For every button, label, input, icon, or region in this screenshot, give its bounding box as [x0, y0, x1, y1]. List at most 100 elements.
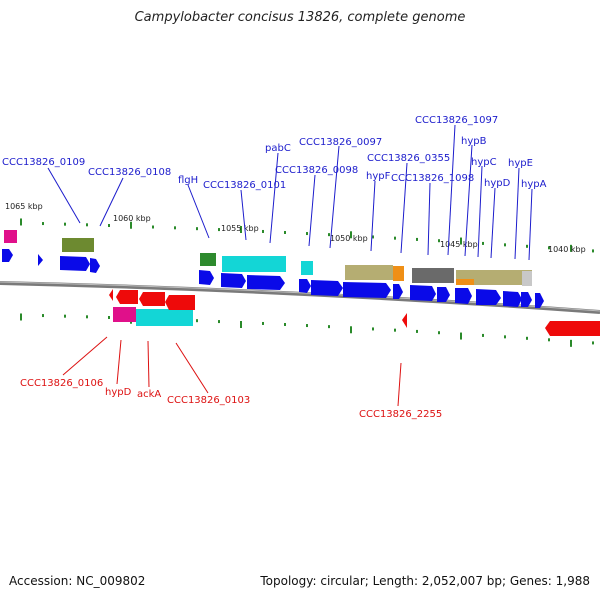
tick-mark: [460, 237, 462, 245]
gene-label-ccc13826-2255[interactable]: CCC13826_2255: [359, 409, 442, 420]
tick-mark: [416, 329, 418, 333]
gene-label-acka[interactable]: ackA: [137, 389, 161, 400]
feature-block: [412, 268, 454, 283]
feature-block: [222, 256, 286, 272]
gene-arrow: [393, 284, 403, 299]
feature-block: [393, 266, 404, 281]
tick-mark: [196, 227, 198, 231]
gene-label-flgh[interactable]: flgH: [178, 175, 198, 186]
gene-arrow: [545, 321, 600, 336]
tick-mark: [570, 339, 572, 347]
gene-label-hypc[interactable]: hypC: [471, 157, 497, 168]
gene-label-hypa[interactable]: hypA: [521, 179, 547, 190]
gene-arrow: [165, 295, 195, 310]
gene-label-ccc13826-1098[interactable]: CCC13826_1098: [391, 173, 474, 184]
tick-mark: [482, 333, 484, 337]
gene-arrow: [476, 289, 501, 305]
gene-arrow: [247, 275, 285, 290]
gene-arrow: [199, 270, 214, 285]
forward-leaders: [47, 124, 533, 261]
feature-block: [200, 253, 216, 266]
gene-label-pabc[interactable]: pabC: [265, 143, 291, 154]
gene-arrow: [116, 290, 138, 304]
gene-arrow: [90, 258, 100, 273]
feature-block: [4, 230, 17, 243]
tick-mark: [218, 320, 220, 324]
tick-mark: [504, 243, 506, 247]
gene-arrow: [221, 273, 246, 288]
gene-label-ccc13826-0106[interactable]: CCC13826_0106: [20, 378, 103, 389]
tick-mark: [284, 230, 286, 234]
tick-mark: [130, 221, 132, 229]
tick-mark: [86, 223, 88, 227]
tick-mark: [526, 244, 528, 248]
tick-mark: [240, 321, 242, 328]
tick-mark: [240, 226, 242, 233]
gene-label-hype[interactable]: hypE: [508, 158, 533, 169]
gene-label-ccc13826-0109[interactable]: CCC13826_0109: [2, 157, 85, 168]
scale-1045: 1045 kbp: [440, 240, 478, 249]
tick-mark: [306, 232, 308, 236]
gene-arrow: [311, 280, 343, 296]
gene-label-ccc13826-1097[interactable]: CCC13826_1097: [415, 115, 498, 126]
gene-label-hypb[interactable]: hypB: [461, 136, 487, 147]
tick-mark: [570, 244, 572, 252]
tick-mark: [526, 336, 528, 340]
tick-mark: [306, 324, 308, 328]
tick-mark: [174, 226, 176, 230]
gene-label-ccc13826-0098[interactable]: CCC13826_0098: [275, 165, 358, 176]
gene-arrow: [535, 293, 544, 308]
tick-mark: [20, 218, 22, 226]
feature-block: [113, 307, 136, 322]
feature-block: [522, 271, 532, 286]
tick-mark: [372, 235, 374, 239]
tick-mark: [350, 231, 352, 239]
tick-mark: [262, 229, 264, 233]
gene-arrow: [299, 279, 311, 293]
gene-arrow: [437, 287, 450, 302]
tick-mark: [592, 249, 594, 253]
scale-1050: 1050 kbp: [330, 234, 368, 243]
gene-label-hypf[interactable]: hypF: [366, 171, 391, 182]
tick-mark: [64, 222, 66, 226]
gene-label-ccc13826-0097[interactable]: CCC13826_0097: [299, 137, 382, 148]
tick-mark: [438, 239, 440, 243]
reverse-leaders: [62, 336, 402, 407]
gene-label-ccc13826-0355[interactable]: CCC13826_0355: [367, 153, 450, 164]
gene-label-hypd[interactable]: hypD: [484, 178, 511, 189]
feature-block: [136, 309, 193, 326]
gene-arrow: [455, 288, 472, 304]
tick-mark: [328, 325, 330, 329]
gene-label-ccc13826-0101[interactable]: CCC13826_0101: [203, 180, 286, 191]
tick-mark: [460, 332, 462, 340]
tick-mark: [548, 338, 550, 342]
gene-arrow: [343, 282, 391, 298]
tick-mark: [262, 321, 264, 325]
tick-mark: [592, 341, 594, 345]
gene-label-ccc13826-0108[interactable]: CCC13826_0108: [88, 167, 171, 178]
tick-mark: [394, 328, 396, 332]
tick-mark: [152, 225, 154, 229]
tick-mark: [64, 314, 66, 318]
tick-mark: [328, 233, 330, 237]
scale-1060: 1060 kbp: [113, 214, 151, 223]
tick-mark: [482, 241, 484, 245]
tick-mark: [86, 315, 88, 319]
tick-mark: [438, 331, 440, 335]
gene-label-ccc13826-0103[interactable]: CCC13826_0103: [167, 395, 250, 406]
tick-mark: [42, 222, 44, 226]
scale-1040: 1040 kbp: [548, 245, 586, 254]
gene-arrow: [109, 289, 113, 301]
tick-mark: [108, 316, 110, 320]
gene-arrow: [2, 249, 13, 262]
feature-block: [62, 238, 94, 252]
summary-text: Topology: circular; Length: 2,052,007 bp…: [260, 574, 590, 588]
accession-text: Accession: NC_009802: [9, 574, 146, 588]
scale-1065: 1065 kbp: [5, 202, 43, 211]
map-title: Campylobacter concisus 13826, complete g…: [134, 10, 466, 25]
tick-mark: [218, 228, 220, 232]
gene-arrow: [139, 292, 165, 306]
scale-1055: 1055 kbp: [221, 224, 259, 233]
gene-label-hypd-reverse[interactable]: hypD: [105, 387, 132, 398]
